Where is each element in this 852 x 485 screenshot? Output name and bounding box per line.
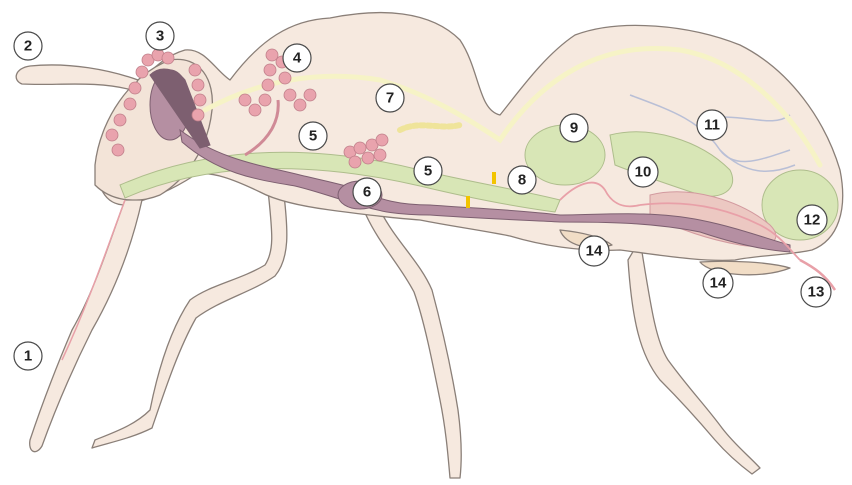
callout-14-left: 14 [579, 236, 609, 266]
svg-text:10: 10 [635, 164, 652, 181]
ant-body [16, 13, 843, 478]
svg-text:4: 4 [293, 50, 302, 67]
svg-text:5: 5 [309, 128, 317, 145]
callout-6: 6 [353, 178, 381, 206]
svg-text:9: 9 [570, 120, 578, 137]
svg-text:3: 3 [156, 28, 164, 45]
svg-text:6: 6 [363, 184, 371, 201]
svg-text:5: 5 [424, 163, 432, 180]
marker-8b [466, 196, 470, 208]
svg-text:7: 7 [386, 90, 394, 107]
svg-text:2: 2 [24, 38, 32, 55]
mandible-shaft [30, 200, 142, 452]
callout-8: 8 [508, 166, 536, 194]
callout-14-right: 14 [703, 268, 733, 298]
callout-10: 10 [628, 157, 658, 187]
callout-11: 11 [697, 110, 727, 140]
callout-5-upper: 5 [299, 122, 327, 150]
svg-text:11: 11 [704, 117, 720, 134]
svg-text:13: 13 [808, 284, 825, 301]
callout-5-lower: 5 [414, 157, 442, 185]
callout-2: 2 [14, 32, 42, 60]
callout-12: 12 [797, 205, 827, 235]
callout-7: 7 [376, 84, 404, 112]
svg-text:14: 14 [586, 243, 603, 260]
svg-text:1: 1 [24, 348, 32, 365]
svg-text:12: 12 [804, 212, 821, 229]
svg-text:14: 14 [710, 275, 727, 292]
middle-leg [366, 210, 461, 478]
callout-9: 9 [560, 114, 588, 142]
callout-13: 13 [801, 277, 831, 307]
marker-8a [492, 172, 496, 184]
antenna [16, 65, 138, 90]
callout-4: 4 [283, 44, 311, 72]
callout-3: 3 [146, 22, 174, 50]
svg-text:8: 8 [518, 172, 526, 189]
callout-1: 1 [14, 342, 42, 370]
